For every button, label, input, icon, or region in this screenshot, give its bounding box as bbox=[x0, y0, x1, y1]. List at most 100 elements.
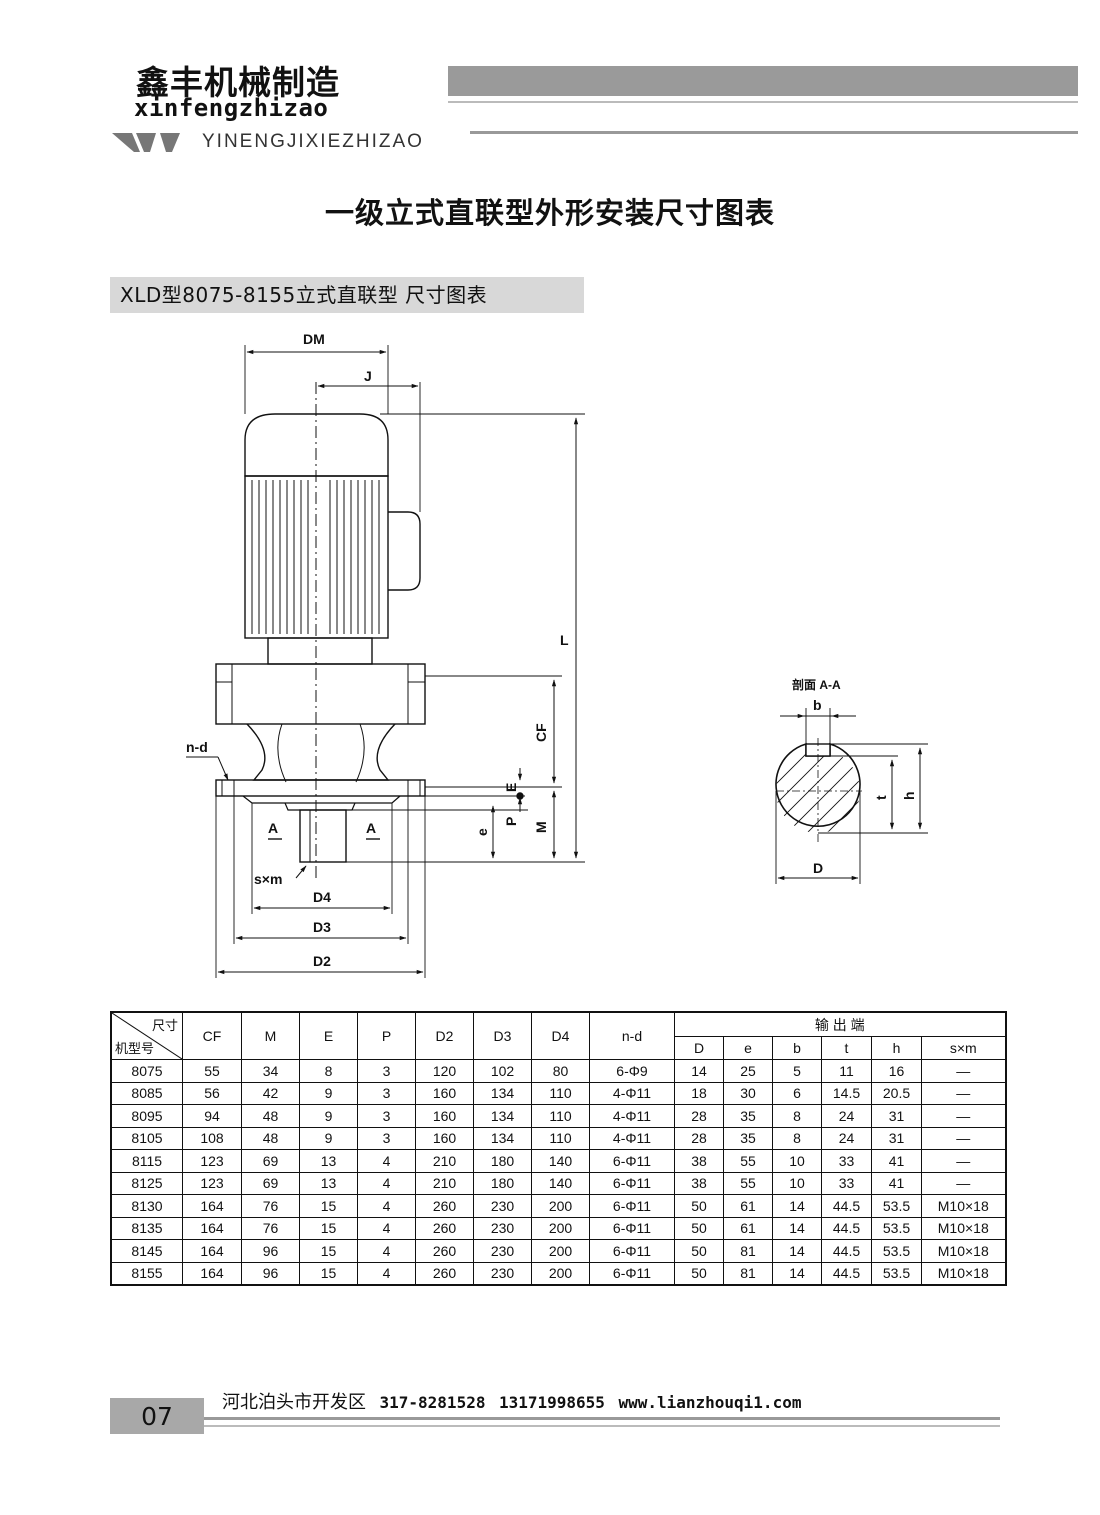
table-cell: 38 bbox=[674, 1171, 724, 1195]
table-cell: 56 bbox=[182, 1081, 242, 1105]
table-cell: 50 bbox=[674, 1194, 724, 1218]
model-cell: 8145 bbox=[110, 1239, 183, 1263]
table-cell: 15 bbox=[299, 1239, 358, 1263]
table-cell: 160 bbox=[415, 1081, 474, 1105]
dim-label-d: D bbox=[813, 860, 823, 876]
table-cell: 38 bbox=[674, 1149, 724, 1173]
col-header: D bbox=[674, 1036, 724, 1060]
col-header: e bbox=[723, 1036, 773, 1060]
model-cell: 8105 bbox=[110, 1126, 183, 1150]
table-cell: 9 bbox=[299, 1081, 358, 1105]
table-cell: 260 bbox=[415, 1194, 474, 1218]
table-cell: 164 bbox=[182, 1239, 242, 1263]
table-cell: 230 bbox=[473, 1194, 532, 1218]
table-cell: 200 bbox=[531, 1194, 590, 1218]
col-header: E bbox=[299, 1011, 358, 1060]
footer-contact: 河北泊头市开发区 317-8281528 13171998655 www.lia… bbox=[222, 1388, 801, 1414]
table-cell: 164 bbox=[182, 1194, 242, 1218]
corner-label-size: 尺寸 bbox=[151, 1018, 178, 1033]
table-cell: 4-Φ11 bbox=[589, 1081, 675, 1105]
table-cell: 160 bbox=[415, 1104, 474, 1128]
table-cell: 4 bbox=[357, 1239, 416, 1263]
dim-label-nd: n-d bbox=[186, 739, 208, 755]
dim-label-t: t bbox=[873, 795, 889, 800]
terminal-box bbox=[388, 511, 421, 591]
table-cell: 8 bbox=[772, 1104, 822, 1128]
table-cell: 50 bbox=[674, 1239, 724, 1263]
col-header: D4 bbox=[531, 1011, 590, 1060]
table-cell: 160 bbox=[415, 1126, 474, 1150]
model-cell: 8085 bbox=[110, 1081, 183, 1105]
table-cell: 180 bbox=[473, 1171, 532, 1195]
col-header: P bbox=[357, 1011, 416, 1060]
table-cell: 94 bbox=[182, 1104, 242, 1128]
footer-divider bbox=[204, 1417, 1000, 1420]
section-a-a bbox=[775, 708, 928, 884]
table-cell: 260 bbox=[415, 1261, 474, 1286]
table-cell: 76 bbox=[241, 1216, 300, 1240]
table-cell: — bbox=[921, 1171, 1006, 1195]
table-cell: 69 bbox=[241, 1149, 300, 1173]
model-cell: 8115 bbox=[110, 1149, 183, 1173]
table-cell: 44.5 bbox=[821, 1261, 872, 1286]
table-cell: 230 bbox=[473, 1239, 532, 1263]
table-cell: M10×18 bbox=[921, 1239, 1006, 1263]
table-corner-header: 尺寸 机型号 bbox=[110, 1011, 183, 1060]
table-cell: 55 bbox=[723, 1149, 773, 1173]
table-cell: 260 bbox=[415, 1216, 474, 1240]
table-cell: 210 bbox=[415, 1171, 474, 1195]
table-cell: 14 bbox=[772, 1261, 822, 1286]
table-cell: 28 bbox=[674, 1104, 724, 1128]
dim-label-sxm: s×m bbox=[254, 871, 282, 887]
table-cell: 41 bbox=[871, 1171, 922, 1195]
table-cell: 20.5 bbox=[871, 1081, 922, 1105]
section-marker-a-left: A bbox=[268, 820, 278, 836]
table-cell: 16 bbox=[871, 1059, 922, 1083]
table-cell: 164 bbox=[182, 1261, 242, 1286]
table-cell: 4 bbox=[357, 1216, 416, 1240]
table-cell: 11 bbox=[821, 1059, 872, 1083]
model-cell: 8095 bbox=[110, 1104, 183, 1128]
table-cell: 33 bbox=[821, 1171, 872, 1195]
table-cell: 6 bbox=[772, 1081, 822, 1105]
table-cell: 3 bbox=[357, 1059, 416, 1083]
base-flange bbox=[215, 779, 426, 797]
dim-label-h: h bbox=[901, 791, 917, 800]
table-cell: 81 bbox=[723, 1239, 773, 1263]
dim-label-d3: D3 bbox=[313, 919, 331, 935]
table-cell: 55 bbox=[723, 1171, 773, 1195]
dim-label-e: E bbox=[503, 783, 519, 792]
table-cell: 4 bbox=[357, 1171, 416, 1195]
page-title: 一级立式直联型外形安装尺寸图表 bbox=[324, 196, 775, 230]
table-cell: 110 bbox=[531, 1104, 590, 1128]
table-cell: 25 bbox=[723, 1059, 773, 1083]
col-header: b bbox=[772, 1036, 822, 1060]
footer-address: 河北泊头市开发区 bbox=[222, 1392, 366, 1412]
table-cell: 6-Φ9 bbox=[589, 1059, 675, 1083]
table-cell: 33 bbox=[821, 1149, 872, 1173]
table-cell: 50 bbox=[674, 1216, 724, 1240]
table-cell: 81 bbox=[723, 1261, 773, 1286]
footer-mobile: 13171998655 bbox=[498, 1393, 605, 1412]
table-cell: 9 bbox=[299, 1104, 358, 1128]
footer-divider bbox=[204, 1425, 1000, 1427]
table-cell: 53.5 bbox=[871, 1194, 922, 1218]
dim-label-dm: DM bbox=[303, 331, 325, 347]
table-cell: 14 bbox=[772, 1194, 822, 1218]
table-cell: 6-Φ11 bbox=[589, 1171, 675, 1195]
table-cell: 6-Φ11 bbox=[589, 1261, 675, 1286]
gearbox-flange bbox=[215, 663, 426, 725]
table-cell: 44.5 bbox=[821, 1216, 872, 1240]
dim-label-b: b bbox=[813, 697, 822, 713]
brand-subtitle: YINENGJIXIEZHIZAO bbox=[202, 131, 424, 152]
table-cell: M10×18 bbox=[921, 1216, 1006, 1240]
table-cell: 14 bbox=[772, 1239, 822, 1263]
table-cell: 24 bbox=[821, 1104, 872, 1128]
col-header: CF bbox=[182, 1011, 242, 1060]
table-cell: 55 bbox=[182, 1059, 242, 1083]
